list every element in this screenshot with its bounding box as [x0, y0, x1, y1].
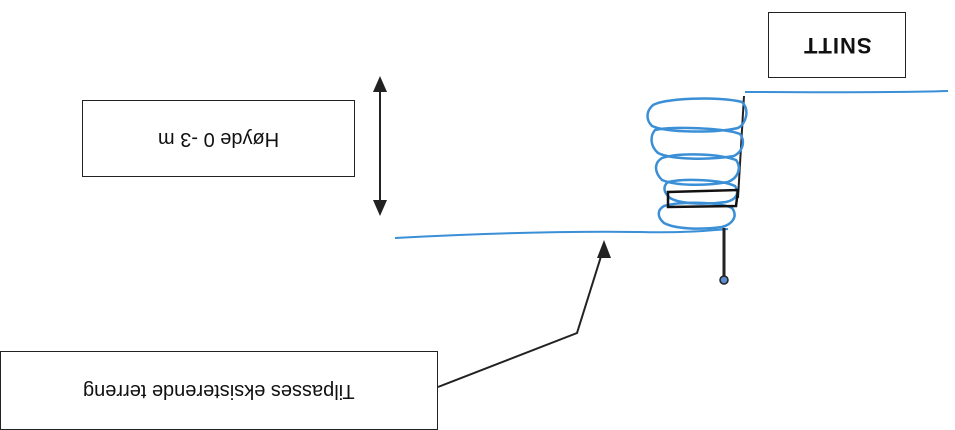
section-title: SNITT — [802, 33, 872, 58]
stone-4 — [663, 178, 739, 205]
stone-1 — [646, 97, 748, 133]
stone-3 — [654, 153, 740, 187]
drain-post-end — [719, 275, 729, 285]
terrain-leader-line — [437, 249, 604, 388]
stone-stack — [646, 97, 748, 230]
black-block — [666, 188, 740, 209]
terrain-label-box: Tilpasses eksisterende terreng — [0, 351, 438, 430]
height-label-box: Høyde 0 -3 m — [82, 100, 355, 177]
stone-2 — [650, 126, 745, 160]
height-label: Høyde 0 -3 m — [157, 128, 280, 150]
upper-terrain-line — [744, 90, 949, 94]
height-arrow-bottom — [373, 200, 387, 216]
height-arrow-top — [373, 76, 387, 92]
stone-5 — [657, 201, 736, 230]
existing-terrain-line — [394, 228, 729, 239]
section-title-box: SNITT — [768, 12, 906, 78]
terrain-label: Tilpasses eksisterende terreng — [83, 380, 355, 402]
terrain-leader-arrowhead — [597, 240, 611, 258]
